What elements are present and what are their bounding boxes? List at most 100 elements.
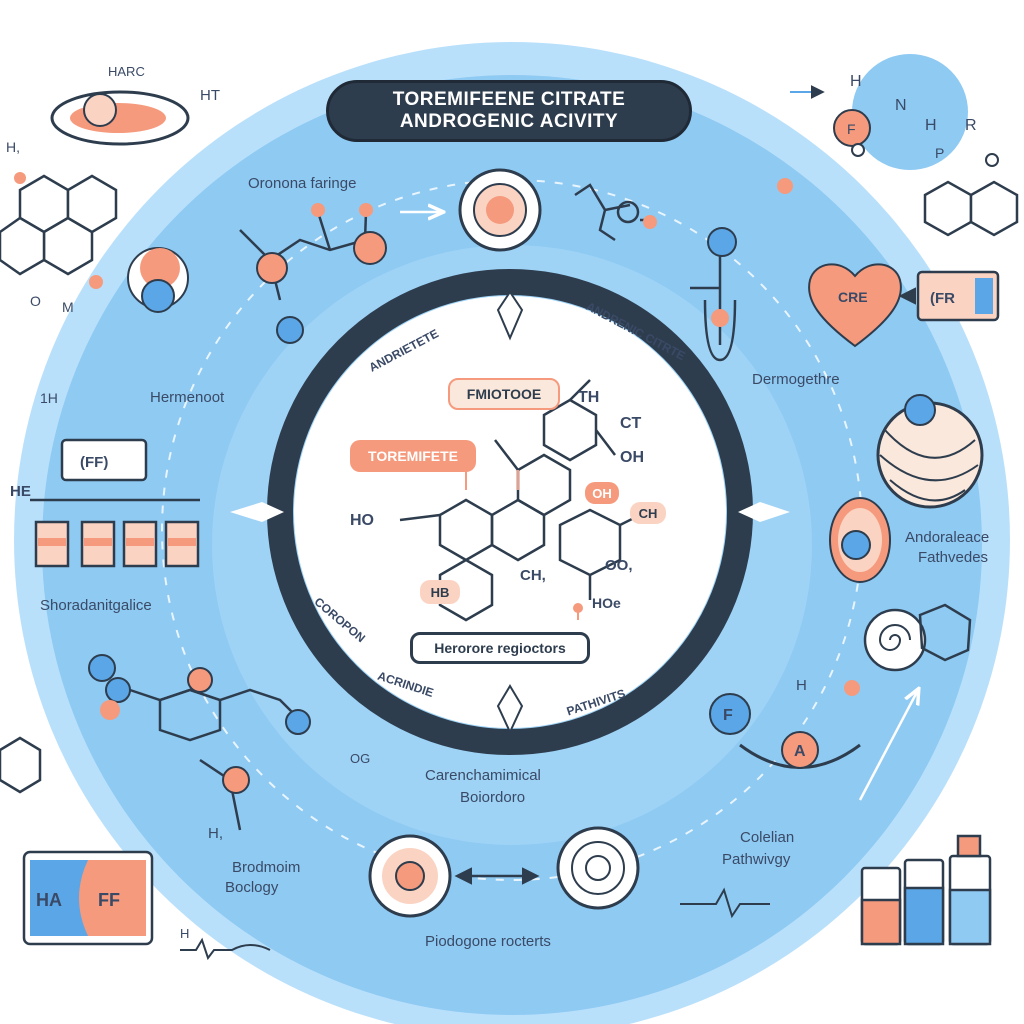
label-og: OG <box>350 751 370 766</box>
oronona-atom-5 <box>276 316 304 344</box>
title-banner: TOREMIFEENE CITRATE ANDROGENIC ACIVITY <box>326 80 692 142</box>
top-target-core <box>486 196 514 224</box>
bottom-left-box-blue <box>30 860 88 936</box>
heartbeat-line-2 <box>180 937 271 961</box>
label-a-node: A <box>794 743 806 760</box>
right-hex-o <box>985 153 999 167</box>
label-colelian-2: Pathwivgy <box>722 851 791 868</box>
molecule-atom-coral <box>573 603 583 613</box>
left-hex-network <box>0 174 118 276</box>
bottom-target-right-mid <box>571 841 625 895</box>
label-top-right-h2: H <box>925 117 937 134</box>
oronona-atom-4 <box>353 231 387 265</box>
center-pill-oh: OH <box>585 482 619 504</box>
label-bottom-left-h: H <box>180 926 189 941</box>
center-hoe: HOe <box>592 595 621 611</box>
oronona-atom-1 <box>311 203 325 217</box>
center-oo: OO, <box>605 557 633 574</box>
right-box-accent <box>975 278 993 314</box>
top-left-nucleus <box>83 93 117 127</box>
left-box <box>60 438 148 482</box>
label-shoradanit: Shoradanitgalice <box>40 597 152 614</box>
label-brodmoim-2: Boclogy <box>225 879 279 896</box>
label-bottom-box-b: FF <box>98 890 120 910</box>
right-h-atom <box>844 680 860 696</box>
yarn-blue <box>904 394 936 426</box>
label-top-right-r: R <box>965 117 977 134</box>
swirl-hex <box>918 603 972 662</box>
label-right-box: (FR <box>930 290 955 307</box>
title-line-1: TOREMIFEENE CITRATE <box>392 89 626 110</box>
label-left-he: HE <box>10 483 31 500</box>
center-pill-left: TOREMIFETE <box>350 440 476 472</box>
ring-diamond-left <box>230 502 284 522</box>
lower-left-atom-1 <box>88 654 116 682</box>
center-ho: HO <box>350 512 374 529</box>
top-right-small <box>851 143 865 157</box>
label-top-right-n: N <box>895 97 907 114</box>
label-heart: CRE <box>838 289 868 305</box>
bottom-left-box-coral <box>79 860 146 936</box>
label-top-right-f: F <box>847 121 856 137</box>
bottom-target-left-core <box>395 861 425 891</box>
lower-left-atom-5 <box>285 709 311 735</box>
a-node <box>781 731 819 769</box>
ring-diamond-right <box>738 502 790 522</box>
label-bottom-box-a: HA <box>36 890 62 910</box>
lower-left-atom-4 <box>187 667 213 693</box>
center-molecule <box>399 379 641 622</box>
right-hex <box>923 180 1019 237</box>
heartbeat-line <box>680 887 770 919</box>
top-right-atom-2 <box>777 178 793 194</box>
oronona-atom-3 <box>256 252 288 284</box>
label-left-o: O <box>30 293 41 309</box>
label-andoraleace: Andoraleace <box>905 529 989 546</box>
label-f-node: F <box>723 707 733 724</box>
label-hermenoot: Hermenoot <box>150 389 225 406</box>
battery-stripes <box>38 538 196 546</box>
swirl-path <box>878 624 911 651</box>
title-line-2: ANDROGENIC ACIVITY <box>399 111 619 132</box>
label-bottom-h: H, <box>208 825 223 842</box>
keyhole-molecule <box>690 255 737 362</box>
label-left-box: (FF) <box>80 454 108 471</box>
center-disc <box>294 296 726 728</box>
far-left-hex <box>0 736 42 794</box>
label-harc: HARC <box>108 64 145 79</box>
label-ht: HT <box>200 87 220 104</box>
label-top-right-h1: H <box>850 73 862 90</box>
lower-left-atom-3 <box>100 700 120 720</box>
top-right-blob <box>852 54 968 170</box>
vials <box>860 834 992 946</box>
bottom-target-right-core <box>585 855 611 881</box>
left-hex-atom-1 <box>14 172 26 184</box>
label-left-hex: 1H <box>40 390 58 406</box>
ring-diamond-bottom <box>496 684 524 735</box>
top-right-f-node <box>833 109 871 147</box>
label-dermogethre: Dermogethre <box>752 371 840 388</box>
keyhole-core <box>711 309 729 327</box>
bottom-target-right <box>556 826 640 910</box>
label-oronona: Oronona faringe <box>248 175 356 192</box>
center-pill-top: FMIOTOOE <box>448 378 560 410</box>
keyhole-top <box>707 227 737 257</box>
oronona-bubble-core <box>140 248 180 288</box>
label-top-right-p: P <box>935 145 944 161</box>
center-receptors-label: Herorore regioctors <box>410 632 590 664</box>
center-oh: OH <box>620 449 644 466</box>
lower-left-atom-6 <box>222 766 250 794</box>
heart-shape <box>808 263 902 348</box>
center-ct: CT <box>620 415 642 432</box>
label-colelian-1: Colelian <box>740 829 794 846</box>
label-fathvedes: Fathvedes <box>918 549 988 566</box>
oronona-bubble-blue <box>141 279 175 313</box>
center-pill-hb: HB <box>420 580 460 604</box>
label-left-m: M <box>62 299 74 315</box>
label-right-h: H <box>796 677 807 694</box>
label-carenchamimical-1: Carenchamimical <box>425 767 541 784</box>
swirl <box>863 608 927 672</box>
center-pill-ch: CH <box>630 502 666 524</box>
egg-core <box>841 530 871 560</box>
label-left-h: H, <box>6 139 20 155</box>
label-brodmoim-1: Brodmoim <box>232 859 300 876</box>
